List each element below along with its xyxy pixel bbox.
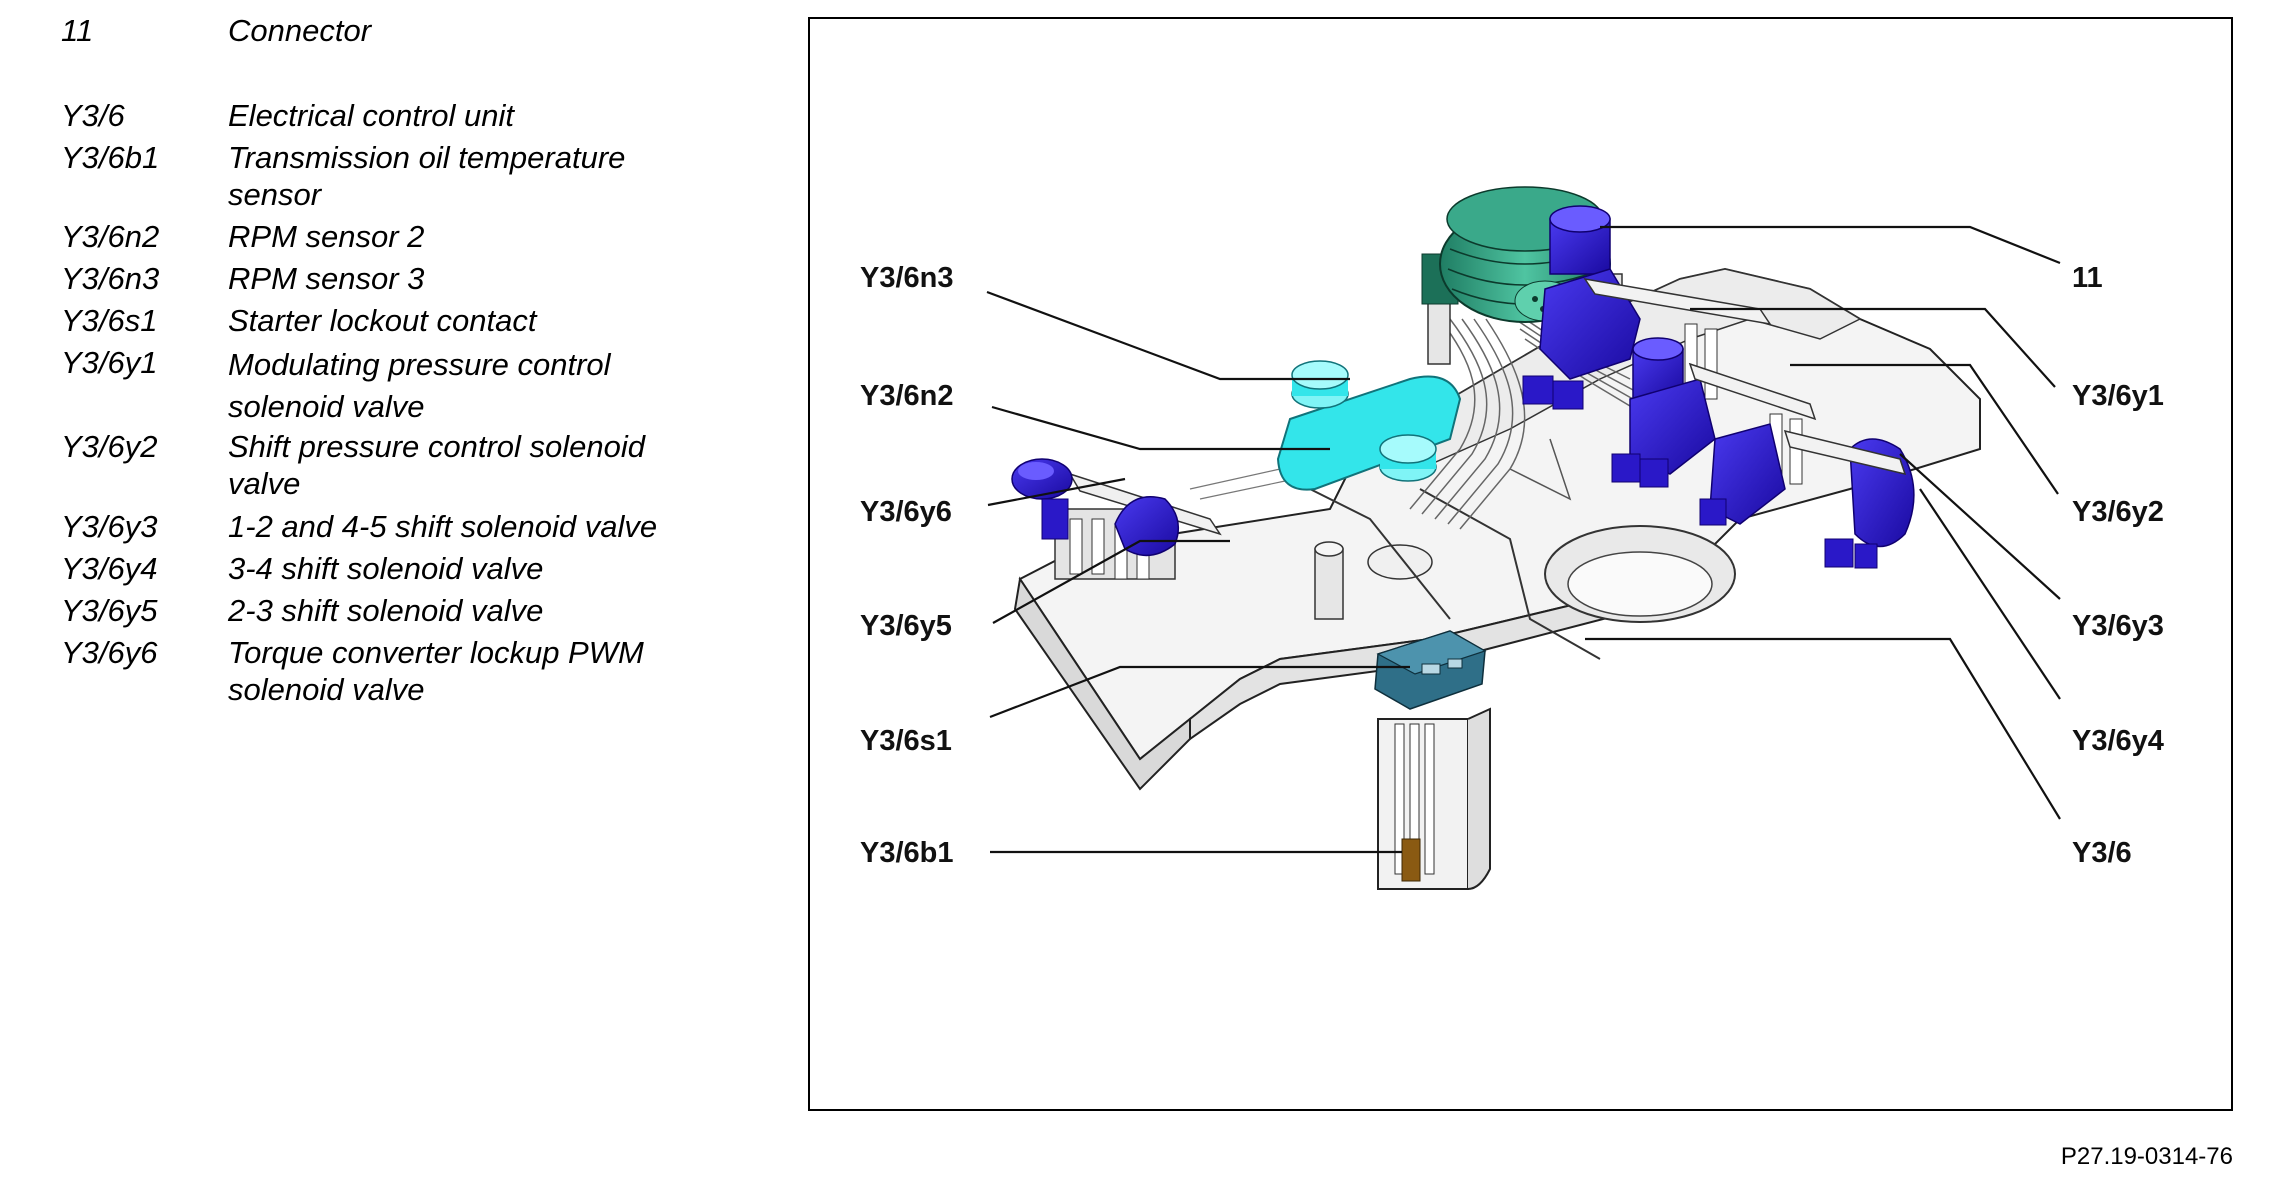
legend-code: 11 (61, 13, 94, 48)
legend-description: RPM sensor 3 (228, 261, 425, 296)
diagram-frame: Y3/6n3 Y3/6n2 Y3/6y6 Y3/6y5 Y3/6s1 Y3/6b… (808, 17, 2233, 1111)
legend-description: Modulating pressure control solenoid val… (228, 347, 611, 424)
legend-description: Connector (228, 13, 372, 48)
leader-y3-6n3 (986, 290, 1350, 381)
leader-y3-6y5 (992, 539, 1230, 624)
legend-code: Y3/6y5 (61, 593, 158, 628)
callout-y3-6y2: Y3/6y2 (2072, 496, 2164, 528)
legend-description: Electrical control unit (228, 98, 515, 133)
legend-description: Shift pressure control solenoid valve (228, 429, 646, 501)
legend-code: Y3/6y3 (61, 509, 158, 544)
legend: 11 Connector Y3/6 Electrical control uni… (0, 0, 780, 760)
legend-description: Starter lockout contact (228, 303, 537, 338)
leader-y3-6y6 (987, 477, 1126, 507)
legend-code: Y3/6n2 (61, 219, 160, 254)
legend-description: RPM sensor 2 (228, 219, 425, 254)
solenoid-y1 (1522, 205, 1772, 410)
legend-code: Y3/6 (61, 98, 125, 133)
callout-y3-6b1: Y3/6b1 (860, 837, 954, 869)
leader-y3-6y3 (1899, 453, 2061, 600)
legend-code: Y3/6n3 (61, 261, 160, 296)
leader-y3-6s1 (989, 665, 1410, 719)
legend-description: Transmission oil temperature sensor (228, 140, 626, 212)
legend-description: 3-4 shift solenoid valve (228, 551, 544, 586)
leader-11 (1600, 225, 2061, 265)
callout-y3-6y6: Y3/6y6 (860, 496, 952, 528)
callout-labels: Y3/6n3 Y3/6n2 Y3/6y6 Y3/6y5 Y3/6s1 Y3/6b… (860, 262, 2164, 869)
leader-y3-6y1 (1690, 307, 2056, 388)
callout-y3-6y4: Y3/6y4 (2072, 725, 2164, 757)
legend-code: Y3/6y2 (61, 429, 158, 464)
leader-y3-6y4 (1919, 488, 2061, 700)
figure-reference-number: P27.19-0314-76 (2060, 1143, 2233, 1170)
legend-description: 2-3 shift solenoid valve (228, 593, 544, 628)
callout-y3-6s1: Y3/6s1 (860, 725, 952, 757)
callout-y3-6y3: Y3/6y3 (2072, 610, 2164, 642)
callout-y3-6n2: Y3/6n2 (860, 380, 954, 412)
callout-y3-6: Y3/6 (2072, 837, 2132, 869)
ecu-diagram: Y3/6n3 Y3/6n2 Y3/6y6 Y3/6y5 Y3/6s1 Y3/6b… (860, 186, 2164, 890)
legend-description: 1-2 and 4-5 shift solenoid valve (228, 509, 658, 544)
legend-code: Y3/6y1 (61, 345, 158, 380)
callout-lines (986, 225, 2061, 854)
callout-y3-6y5: Y3/6y5 (860, 610, 952, 642)
legend-code: Y3/6s1 (61, 303, 158, 338)
legend-code: Y3/6y6 (61, 635, 158, 670)
legend-code: Y3/6y4 (61, 551, 158, 586)
solenoid-y3-y4 (1699, 423, 1915, 569)
solenoid-y6 (1011, 458, 1073, 500)
leader-y3-6 (1585, 637, 2061, 820)
temperature-sensor (1377, 707, 1491, 890)
callout-y3-6n3: Y3/6n3 (860, 262, 954, 294)
callout-11: 11 (2072, 262, 2103, 294)
legend-code: Y3/6b1 (61, 140, 160, 175)
leader-y3-6n2 (991, 405, 1330, 451)
callout-y3-6y1: Y3/6y1 (2072, 380, 2164, 412)
leader-y3-6y2 (1790, 363, 2059, 495)
legend-description: Torque converter lockup PWM solenoid val… (228, 635, 644, 707)
